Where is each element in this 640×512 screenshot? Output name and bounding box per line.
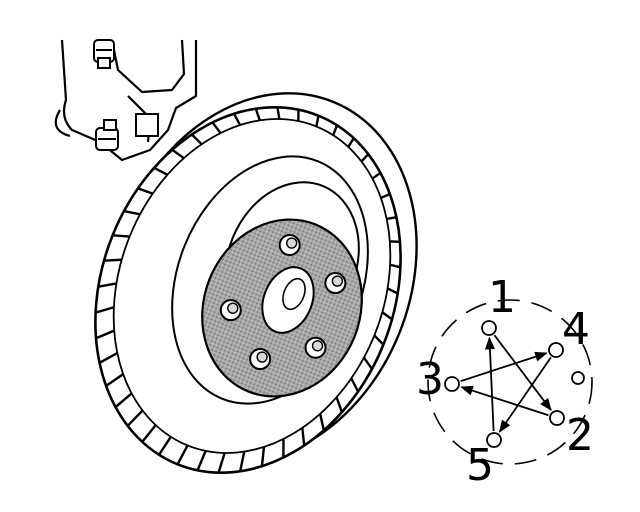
- cooling-vane: [141, 424, 157, 443]
- cooling-vane: [98, 352, 118, 364]
- cooling-vane: [387, 287, 399, 295]
- bolt-hole-2: [549, 410, 565, 426]
- cooling-vane: [371, 171, 382, 180]
- cooling-vane: [301, 427, 306, 446]
- hub-lug-studs: [219, 234, 347, 371]
- cooling-vane: [105, 373, 124, 387]
- bolt-pattern-circle: [427, 299, 593, 465]
- cooling-vane: [254, 108, 261, 121]
- cooling-vane: [95, 306, 115, 314]
- cooling-vane: [380, 192, 391, 199]
- cooling-vane: [232, 113, 242, 126]
- tightening-sequence-diagram: 1 2 3 4 5: [416, 272, 594, 491]
- cooling-vane: [217, 452, 226, 474]
- cooling-vane: [318, 413, 325, 431]
- lug-stud: [219, 299, 242, 322]
- rotor-cooling-vanes: [95, 107, 401, 474]
- cooling-vane: [362, 356, 373, 370]
- sequence-arrow: [493, 334, 552, 412]
- cooling-vane: [95, 329, 115, 340]
- cooling-vane: [386, 216, 397, 221]
- bolt-hole-1: [481, 320, 497, 336]
- cooling-vane: [153, 166, 168, 176]
- sequence-label-5: 5: [466, 440, 494, 491]
- wheel-hub: [201, 181, 363, 398]
- cooling-vane: [196, 450, 207, 471]
- cooling-vane: [335, 396, 344, 413]
- cooling-vane: [315, 115, 320, 127]
- sequence-arrows: [460, 334, 552, 433]
- bracket-block: [135, 113, 159, 137]
- bolt-hole-5: [486, 432, 502, 448]
- sequence-label-1: 1: [488, 272, 516, 323]
- steering-knuckle: [54, 39, 198, 162]
- cooling-vane: [112, 234, 130, 238]
- cooling-vane: [103, 258, 122, 262]
- hub-center-bore: [261, 266, 315, 334]
- locating-hole: [571, 371, 585, 385]
- bracket-bolt-lower: [95, 119, 119, 151]
- cooling-vane: [137, 187, 154, 195]
- bracket-bolt-upper: [93, 39, 115, 69]
- cooling-vane: [350, 377, 360, 393]
- lug-stud: [304, 336, 327, 359]
- cooling-vane: [98, 282, 117, 288]
- sequence-arrow: [498, 356, 552, 433]
- cooling-vane: [123, 209, 141, 216]
- cooling-vane: [373, 334, 385, 346]
- cooling-vane: [389, 263, 401, 269]
- sequence-label-4: 4: [562, 304, 590, 355]
- cooling-vane: [158, 436, 172, 456]
- sequence-label-3: 3: [416, 354, 444, 405]
- lug-stud: [249, 348, 272, 371]
- sequence-arrow: [460, 385, 549, 417]
- bolt-hole-4: [548, 342, 564, 358]
- cooling-vane: [238, 451, 246, 472]
- sequence-label-2: 2: [566, 410, 594, 461]
- cooling-vane: [260, 446, 266, 467]
- sequence-arrow: [484, 336, 495, 432]
- cooling-vane: [114, 392, 133, 408]
- cooling-vane: [347, 137, 355, 148]
- cooling-vane: [176, 444, 189, 465]
- cooling-vane: [211, 121, 222, 134]
- lug-stud: [278, 234, 301, 257]
- cooling-vane: [190, 133, 203, 146]
- cooling-vane: [381, 311, 393, 321]
- bolt-hole-3: [444, 376, 460, 392]
- cooling-vane: [171, 148, 185, 160]
- sequence-arrow: [460, 351, 548, 383]
- cooling-vane: [332, 124, 339, 136]
- cooling-vane: [360, 153, 370, 163]
- sequence-bolt-holes: [444, 320, 565, 448]
- lug-stud: [324, 272, 347, 295]
- cooling-vane: [276, 107, 281, 120]
- cooling-vane: [126, 409, 144, 427]
